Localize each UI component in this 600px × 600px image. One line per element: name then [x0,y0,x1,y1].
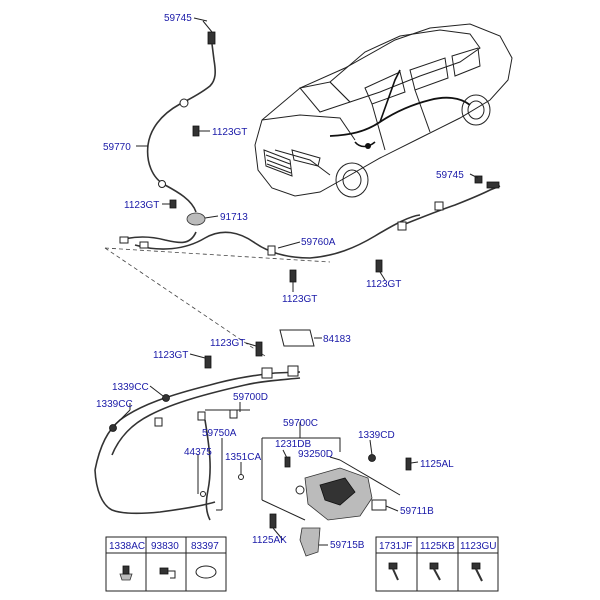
table-left-header-3: 83397 [191,541,219,552]
grommet-part-icon [195,565,217,579]
clip-part-icon [119,565,133,581]
label-59700c: 59700C [283,418,318,429]
car-illustration [254,23,513,198]
table-right-header-3: 1123GU [460,541,497,552]
table-right-header-1: 1731JF [379,541,412,552]
pedal-module-group [261,437,412,557]
label-59715b: 59715B [330,540,365,551]
label-1125ak: 1125AK [252,535,287,546]
leader-lines [114,17,479,546]
label-59750a: 59750A [202,428,237,439]
label-1351ca: 1351CA [225,452,261,463]
label-59760a: 59760A [301,237,336,248]
table-right-header-2: 1125KB [420,541,455,552]
label-1123gt-mid: 1123GT [282,294,317,305]
bolt-part-icon-1 [388,562,399,581]
label-1123gt-top: 1123GT [212,127,247,138]
label-44375: 44375 [184,447,212,458]
label-59770: 59770 [103,142,131,153]
label-59745-top: 59745 [164,13,192,24]
bolt-part-icon-2 [429,562,441,581]
label-1231db: 1231DB [275,439,311,450]
label-59711b: 59711B [400,506,434,517]
label-1125al: 1125AL [420,459,454,470]
part-labels: 59745 1123GT 59770 59745 1123GT 91713 59… [96,13,464,551]
label-59745-right: 59745 [436,170,464,181]
label-1123gt-b: 1123GT [210,338,245,349]
label-91713: 91713 [220,212,248,223]
table-left-header-1: 1338AC [109,541,145,552]
front-cable-assembly [94,341,301,521]
rear-cable-assembly [104,20,501,357]
label-1339cd: 1339CD [358,430,395,441]
label-93250d: 93250D [298,449,333,460]
parts-table-left: 1338AC 93830 83397 [105,536,227,592]
parts-table-right: 1731JF 1125KB 1123GU [375,536,499,592]
label-84183: 84183 [323,334,351,345]
label-1339cc-a: 1339CC [112,382,149,393]
label-1123gt-right: 1123GT [366,279,401,290]
label-1123gt-left: 1123GT [124,200,159,211]
label-59700d: 59700D [233,392,268,403]
bracket-part-icon [159,567,176,579]
table-left-header-2: 93830 [151,541,179,552]
label-1339cc-b: 1339CC [96,399,133,410]
label-1123gt-a: 1123GT [153,350,188,361]
bolt-part-icon-3 [471,562,483,582]
part-84183 [279,329,322,347]
